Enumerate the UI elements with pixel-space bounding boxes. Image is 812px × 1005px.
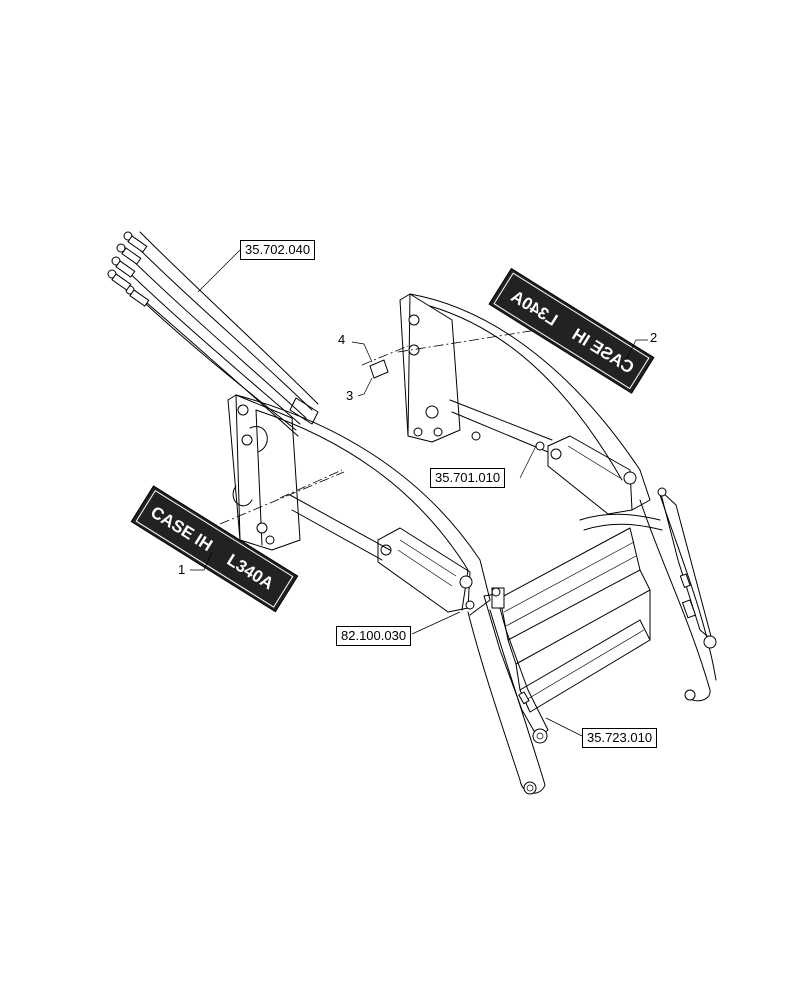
left-mount-bracket [227,394,301,551]
leader-lines [190,249,648,737]
decal-right: CASE IH L340A [488,267,655,394]
small-label-part [369,359,389,379]
explosion-lines [219,325,563,525]
left-boom-arm [235,394,546,795]
ref-cylinder-label[interactable]: 35.723.010 [582,728,658,748]
ref-hoses-label[interactable]: 35.702.040 [240,240,316,260]
cross-member [499,513,663,713]
callout-3: 3 [346,388,354,403]
left-hydraulic-cylinder [483,587,549,744]
callout-4: 4 [338,332,346,347]
callout-2: 2 [650,330,658,345]
callout-1: 1 [178,562,186,577]
ref-valve-label[interactable]: 35.701.010 [430,468,506,488]
decal-left: CASE IH L340A [130,485,299,613]
ref-frame-label[interactable]: 82.100.030 [336,626,412,646]
right-boom-arm [409,293,717,702]
right-mount-bracket [399,293,461,443]
hydraulic-hoses [107,231,319,437]
